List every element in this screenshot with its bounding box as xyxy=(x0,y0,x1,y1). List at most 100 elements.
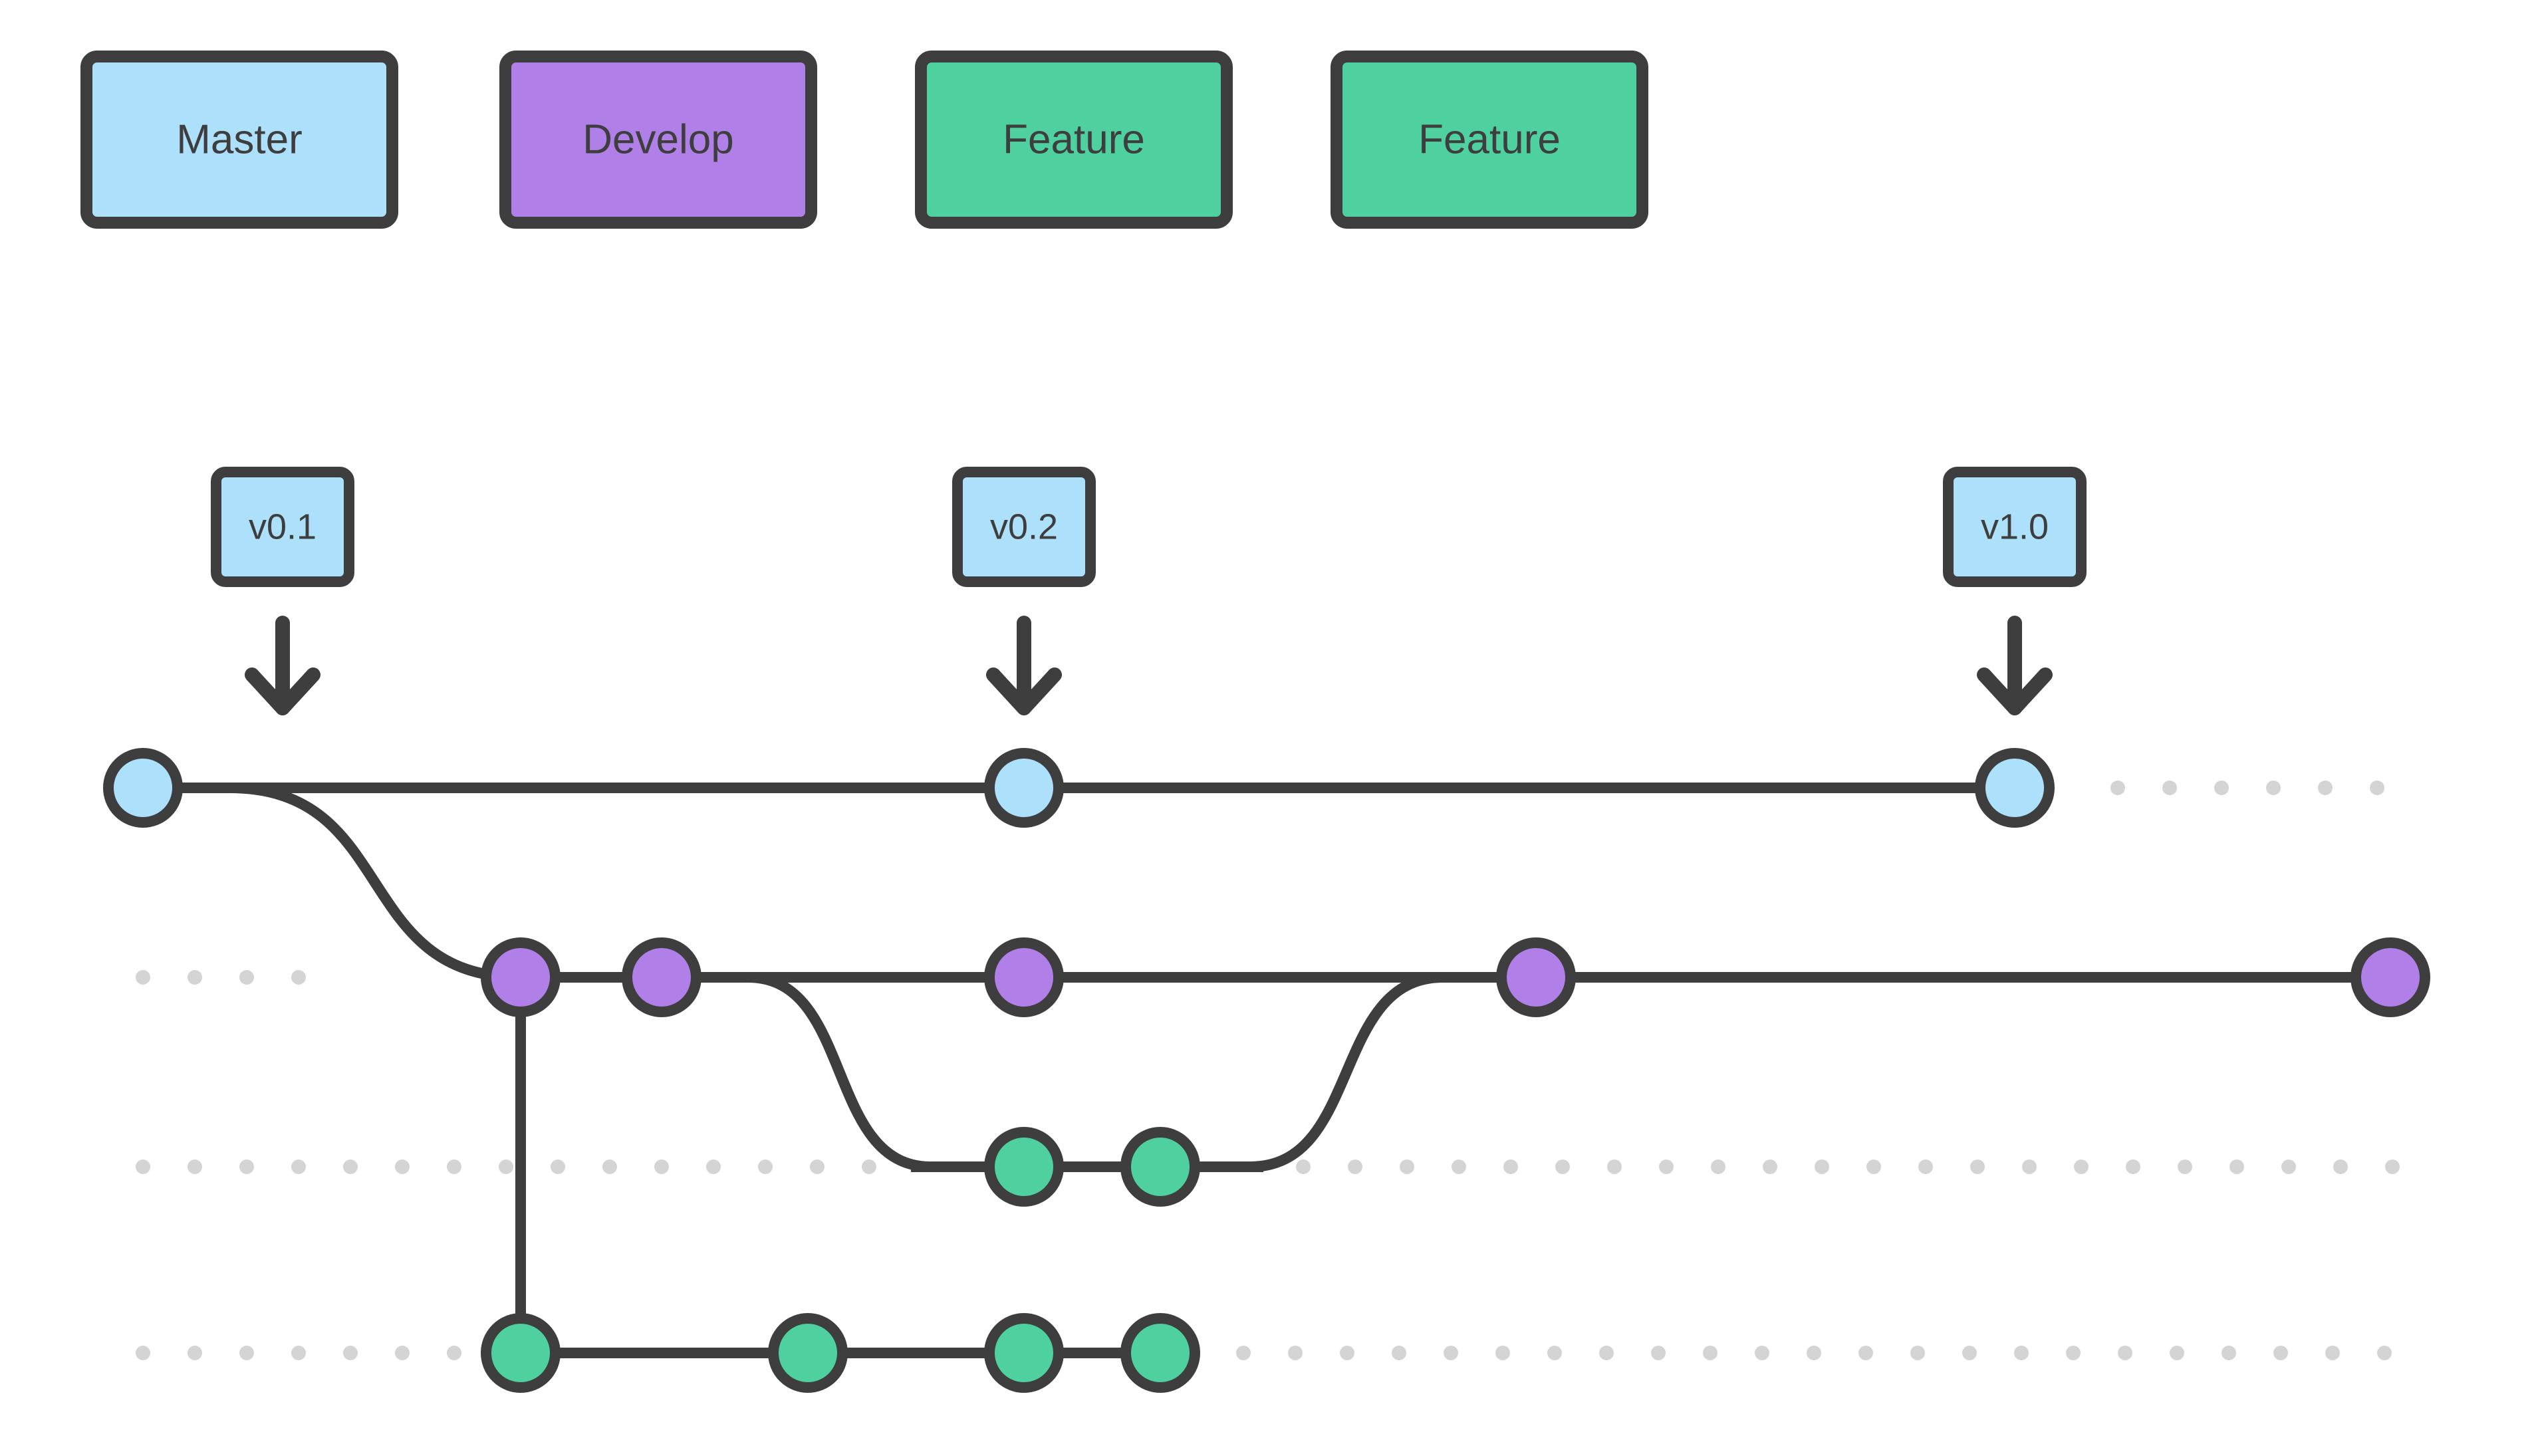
version-tag-label: v0.1 xyxy=(249,507,317,547)
lane-feature-bottom-dot xyxy=(2170,1346,2184,1360)
commit-node-feature-bottom[interactable] xyxy=(1120,1313,1200,1393)
lane-develop-dot xyxy=(136,970,150,985)
lane-feature-top-dot xyxy=(2333,1159,2348,1174)
commit-node-develop[interactable] xyxy=(481,937,561,1017)
lane-feature-top-dot xyxy=(1348,1159,1362,1174)
lane-feature-bottom-dot xyxy=(1288,1346,1303,1360)
lane-master-dot xyxy=(2266,781,2281,795)
version-tag-v0-2[interactable]: v0.2 xyxy=(952,467,1096,715)
legend-item-feature-3[interactable]: Feature xyxy=(1331,51,1648,229)
lane-master xyxy=(143,781,2384,795)
lane-feature-bottom-dot xyxy=(447,1346,461,1360)
lane-feature-bottom-dot xyxy=(1910,1346,1925,1360)
lane-feature-top-dot xyxy=(1503,1159,1518,1174)
lane-feature-top-dot xyxy=(2126,1159,2140,1174)
lane-feature-top-dot xyxy=(188,1159,202,1174)
lane-feature-bottom-dot xyxy=(1547,1346,1562,1360)
legend-swatch xyxy=(80,51,398,229)
down-arrow-head-icon xyxy=(1977,667,2053,715)
lane-feature-top-dot xyxy=(810,1159,825,1174)
lane-feature-top-dot xyxy=(2022,1159,2037,1174)
branch-lanes-layer xyxy=(136,781,2400,1360)
lane-feature-top-dot xyxy=(1555,1159,1570,1174)
lane-feature-bottom-dot xyxy=(1236,1346,1251,1360)
commit-node-feature-top[interactable] xyxy=(984,1127,1064,1207)
lane-feature-bottom-dot xyxy=(395,1346,410,1360)
legend-label: Feature xyxy=(1003,117,1145,163)
lane-feature-top-dot xyxy=(2385,1159,2400,1174)
lane-feature-top-dot xyxy=(1296,1159,1311,1174)
connector-feature-top-to-develop-merge xyxy=(1245,972,1448,1172)
lane-feature-top-dot xyxy=(136,1159,150,1174)
commit-node-feature-top[interactable] xyxy=(1120,1127,1200,1207)
legend-swatch xyxy=(1331,51,1648,229)
legend-item-develop-1[interactable]: Develop xyxy=(499,51,817,229)
lane-feature-top-dot xyxy=(1763,1159,1777,1174)
lane-feature-top-dot xyxy=(239,1159,254,1174)
commit-node-develop[interactable] xyxy=(622,937,701,1017)
lane-feature-bottom-dot xyxy=(1599,1346,1614,1360)
lane-feature-bottom-dot xyxy=(2222,1346,2236,1360)
lane-feature-top-dot xyxy=(2178,1159,2192,1174)
lane-feature-bottom-dot xyxy=(1858,1346,1873,1360)
lane-feature-top-dot xyxy=(1607,1159,1622,1174)
version-tag-box xyxy=(952,467,1096,587)
lane-feature-bottom-dot xyxy=(1962,1346,1977,1360)
lane-feature-bottom-dot xyxy=(1755,1346,1769,1360)
commit-nodes-layer xyxy=(103,748,2430,1393)
version-tags-layer: v0.1 v0.2 v1.0 xyxy=(211,467,2087,715)
lane-feature-bottom-dot xyxy=(239,1346,254,1360)
lane-feature-top-dot xyxy=(1452,1159,1466,1174)
commit-node-master[interactable] xyxy=(1975,748,2055,828)
lane-feature-bottom-dot xyxy=(1340,1346,1354,1360)
down-arrow-head-icon xyxy=(986,667,1062,715)
commit-node-master[interactable] xyxy=(984,748,1064,828)
version-tag-label: v1.0 xyxy=(1981,507,2049,547)
lane-feature-top-dot xyxy=(2074,1159,2089,1174)
lane-feature-bottom-dot xyxy=(2325,1346,2340,1360)
lane-feature-top-dot xyxy=(1711,1159,1725,1174)
lane-feature-top-dot xyxy=(862,1159,876,1174)
lane-master-dot xyxy=(2370,781,2384,795)
commit-node-feature-bottom[interactable] xyxy=(768,1313,848,1393)
lane-master-dot xyxy=(2318,781,2333,795)
lane-feature-top-dot xyxy=(654,1159,669,1174)
lane-feature-top-dot xyxy=(758,1159,773,1174)
version-tag-box xyxy=(1943,467,2087,587)
lane-develop-dot xyxy=(239,970,254,985)
legend-item-feature-2[interactable]: Feature xyxy=(915,51,1233,229)
version-tag-box xyxy=(211,467,354,587)
version-tag-v1-0[interactable]: v1.0 xyxy=(1943,467,2087,715)
lane-develop-dot xyxy=(188,970,202,985)
legend-label: Develop xyxy=(582,117,733,163)
lane-feature-top-dot xyxy=(602,1159,617,1174)
lane-feature-top-dot xyxy=(1400,1159,1414,1174)
connectors-layer xyxy=(224,783,1448,1358)
lane-feature-top-dot xyxy=(551,1159,565,1174)
lane-feature-bottom-dot xyxy=(2014,1346,2029,1360)
commit-node-develop[interactable] xyxy=(2351,937,2430,1017)
commit-node-master[interactable] xyxy=(103,748,183,828)
version-tag-v0-1[interactable]: v0.1 xyxy=(211,467,354,715)
legend-item-master-0[interactable]: Master xyxy=(80,51,398,229)
lane-master-dot xyxy=(2214,781,2229,795)
legend-layer: Master Develop Feature Feature xyxy=(80,51,1648,229)
lane-feature-bottom-dot xyxy=(1444,1346,1458,1360)
commit-node-develop[interactable] xyxy=(1496,937,1576,1017)
commit-node-feature-bottom[interactable] xyxy=(481,1313,561,1393)
commit-node-feature-bottom[interactable] xyxy=(984,1313,1064,1393)
lane-feature-bottom-dot xyxy=(343,1346,358,1360)
lane-feature-top-dot xyxy=(1918,1159,1933,1174)
connector-master-to-develop-branch xyxy=(224,783,526,983)
lane-feature-top-dot xyxy=(291,1159,306,1174)
legend-label: Feature xyxy=(1418,117,1561,163)
lane-feature-bottom-dot xyxy=(2118,1346,2132,1360)
legend-label: Master xyxy=(176,117,302,163)
lane-feature-bottom-dot xyxy=(1703,1346,1717,1360)
commit-node-develop[interactable] xyxy=(984,937,1064,1017)
lane-feature-top-dot xyxy=(706,1159,721,1174)
lane-feature-top-dot xyxy=(499,1159,513,1174)
lane-feature-bottom-dot xyxy=(2066,1346,2081,1360)
lane-feature-bottom-dot xyxy=(1651,1346,1666,1360)
